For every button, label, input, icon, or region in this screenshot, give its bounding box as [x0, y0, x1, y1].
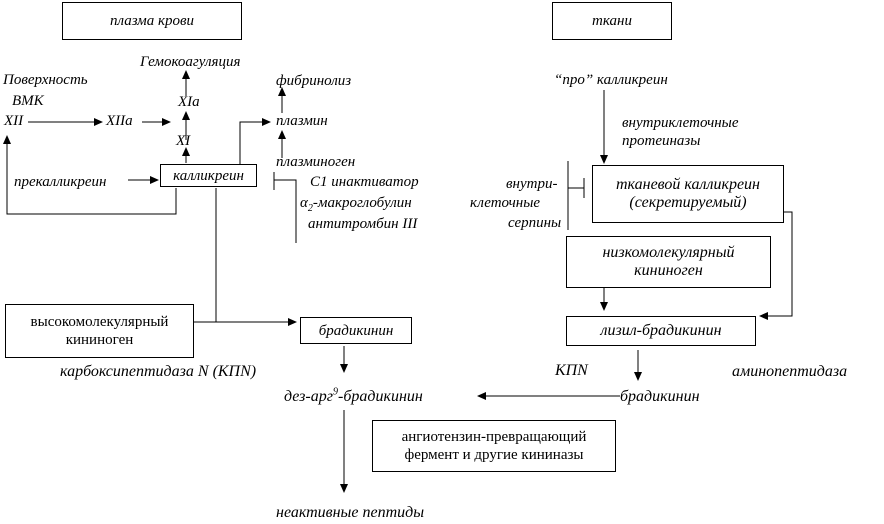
- tissue-kallikrein-line1: тканевой калликреин: [616, 176, 760, 193]
- feedback-loop-to-surface: [2, 135, 177, 215]
- plasma-header: плазма крови: [109, 13, 195, 29]
- alpha2-prefix: α: [300, 195, 308, 211]
- des-arg-bradykinin-label: дез-арг9-брадикинин: [284, 386, 423, 405]
- xia-label: XIa: [178, 94, 200, 110]
- lmw-kininogen-box: низкомолекулярный кининоген: [566, 236, 771, 288]
- lmw-kininogen-line1: низкомолекулярный: [602, 244, 735, 261]
- intracellular-serpins-label-2: клеточные: [470, 195, 541, 211]
- kallikrein-box: калликреин: [160, 164, 257, 187]
- plasmin-label: плазмин: [276, 113, 328, 129]
- antithrombin-label: антитромбин III: [308, 216, 418, 232]
- tissue-header-box: ткани: [552, 2, 672, 40]
- intracellular-serpins-label-3: серпины: [508, 215, 562, 231]
- prekallikrein-label: прекалликреин: [14, 174, 107, 190]
- intracellular-proteinases-label-2: протеиназы: [622, 133, 701, 149]
- bradykinin-label: брадикинин: [620, 388, 700, 405]
- hmw-kininogen-line1: высокомолекулярный: [30, 314, 169, 330]
- ace-line1: ангиотензин-превращающий: [401, 429, 587, 445]
- des-arg-sup: 9: [333, 386, 338, 398]
- arrow-tissue-to-lysyl: [759, 211, 793, 320]
- lysyl-bradykinin-label: лизил-брадикинин: [600, 322, 722, 339]
- xii-label: XII: [4, 113, 24, 129]
- plasma-header-box: плазма крови: [62, 2, 242, 40]
- lysyl-bradykinin-box: лизил-брадикинин: [566, 316, 756, 346]
- kallikrein-label: калликреин: [173, 167, 244, 184]
- ace-box: ангиотензин-превращающий фермент и други…: [372, 420, 616, 472]
- hmw-kininogen-line2: кининоген: [65, 332, 134, 348]
- alpha2-rest: -макроглобулин: [312, 195, 412, 211]
- vmk-label: ВМК: [12, 93, 44, 109]
- hmw-kininogen-box: высокомолекулярный кининоген: [5, 304, 194, 358]
- carboxypeptidase-label: карбоксипептидаза N (КПN): [60, 363, 257, 380]
- c1-inactivator-label: C1 инактиватор: [310, 174, 419, 190]
- inactive-peptides-label: неактивные пептиды: [276, 504, 425, 521]
- inhibitor-line-plasma: [274, 179, 297, 243]
- lmw-kininogen-line2: кининоген: [634, 262, 703, 279]
- ace-line2: фермент и другие кининазы: [404, 447, 584, 463]
- aminopeptidase-label: аминопептидаза: [732, 363, 848, 380]
- plasminogen-label: плазминоген: [276, 154, 356, 170]
- bradykinin-box: брадикинин: [300, 317, 412, 344]
- alpha2-macroglobulin-label: α2-макроглобулин: [300, 195, 412, 214]
- des-arg-suffix: -брадикинин: [338, 388, 423, 405]
- fibrinolysis-label: фибринолиз: [276, 73, 352, 89]
- surface-label: Поверхность: [3, 72, 88, 88]
- arrow-kallikrein-to-plasmin: [239, 118, 271, 165]
- alpha2-sub: 2: [307, 203, 313, 214]
- hemocoagulation-label: Гемокоагуляция: [140, 54, 241, 70]
- bradykinin-box-label: брадикинин: [318, 322, 394, 339]
- des-arg-prefix: дез-арг: [284, 388, 333, 405]
- xi-label: XI: [176, 133, 191, 149]
- kpn-label: КПN: [555, 362, 588, 379]
- prokallikrein-label: “про” калликреин: [554, 72, 668, 88]
- tissue-header: ткани: [592, 13, 632, 29]
- tissue-kallikrein-box: тканевой калликреин (секретируемый): [592, 165, 784, 223]
- tissue-kallikrein-line2: (секретируемый): [629, 194, 747, 211]
- xiia-label: XIIa: [106, 113, 133, 129]
- intracellular-serpins-label-1: внутри-: [506, 176, 558, 192]
- intracellular-proteinases-label-1: внутриклеточные: [622, 115, 739, 131]
